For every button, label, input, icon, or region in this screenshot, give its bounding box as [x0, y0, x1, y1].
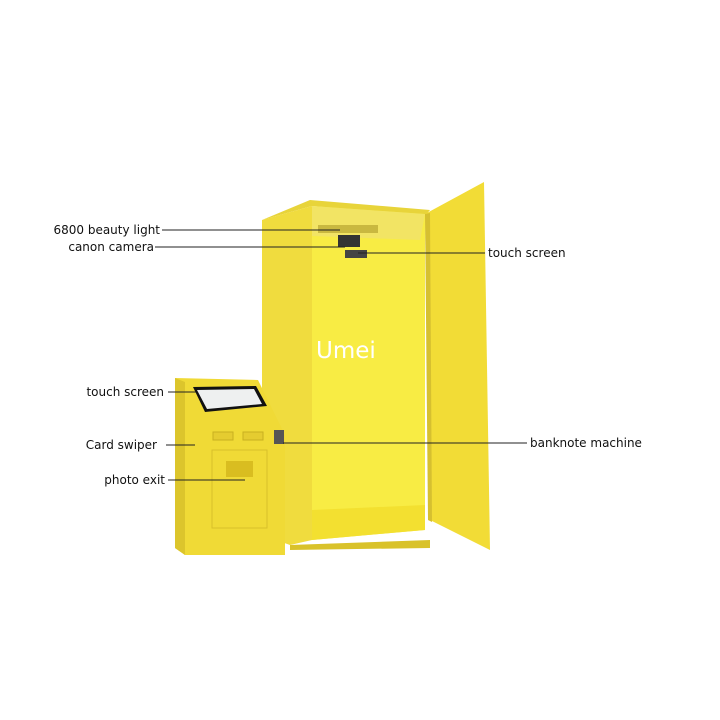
- label-photo-exit: photo exit: [104, 473, 165, 487]
- label-banknote-machine: banknote machine: [530, 436, 642, 450]
- beauty-light: [318, 225, 378, 233]
- label-touch-screen-kiosk: touch screen: [86, 385, 164, 399]
- booth-touch-screen: [345, 250, 367, 258]
- booth-door: [425, 182, 490, 550]
- photo-booth: [262, 182, 490, 550]
- photo-exit-slot: [226, 461, 253, 477]
- banknote-machine: [274, 430, 284, 444]
- label-canon-camera: canon camera: [68, 240, 154, 254]
- label-beauty-light: 6800 beauty light: [53, 223, 160, 237]
- label-card-swiper: Card swiper: [85, 438, 157, 452]
- leader-lines: [155, 229, 527, 481]
- kiosk: [175, 378, 285, 555]
- watermark: Umei: [316, 338, 376, 364]
- canon-camera: [338, 235, 360, 247]
- label-touch-screen-booth: touch screen: [488, 246, 566, 260]
